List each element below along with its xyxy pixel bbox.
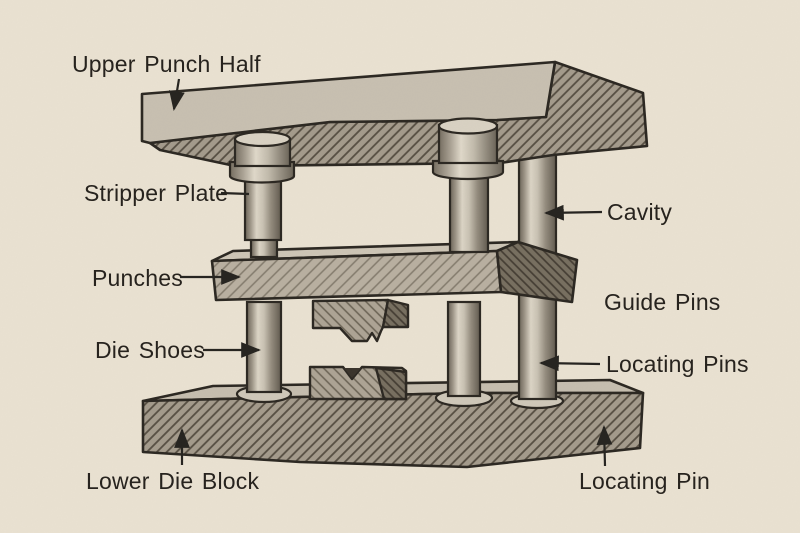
label-guide-pins: Guide Pins [604,289,721,315]
label-cavity: Cavity [607,199,673,225]
label-stripper-plate: Stripper Plate [84,180,229,206]
label-die-shoes: Die Shoes [95,337,205,363]
label-lower-die-block: Lower Die Block [86,468,260,494]
label-locating-pins: Locating Pins [606,351,749,377]
label-punches: Punches [92,265,183,291]
label-locating-pin: Locating Pin [579,468,710,494]
label-upper-punch-half: Upper Punch Half [72,51,261,77]
